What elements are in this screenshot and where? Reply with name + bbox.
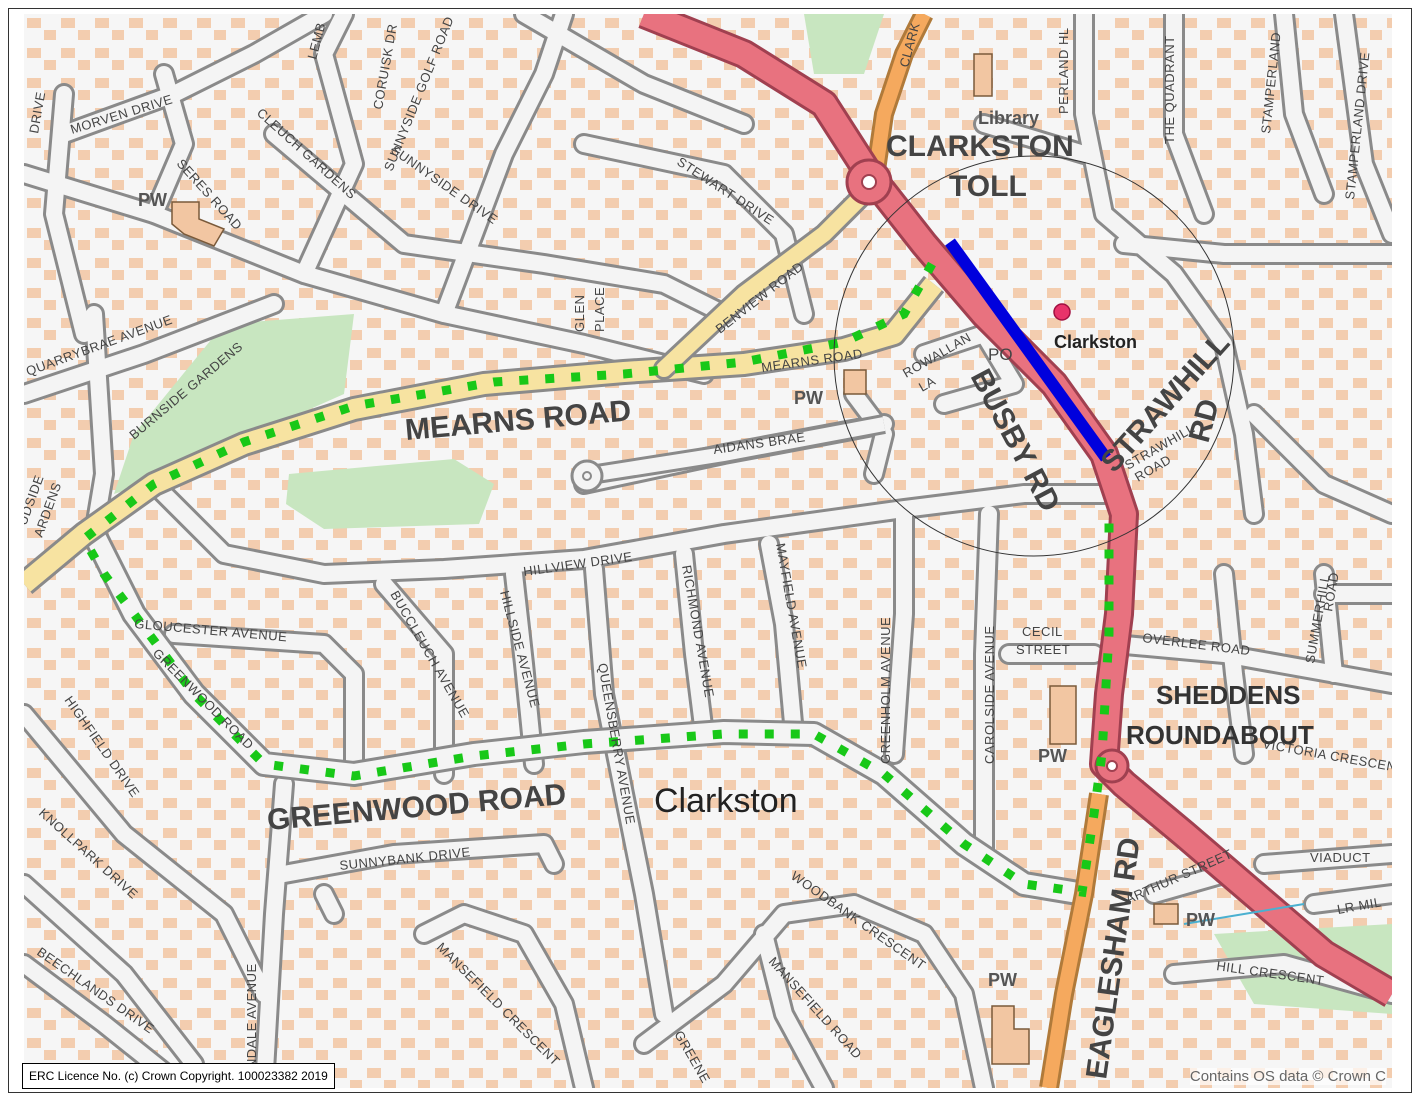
label-glen: GLEN <box>572 295 587 332</box>
station-marker[interactable] <box>1053 303 1071 321</box>
cul-de-sac <box>570 459 604 493</box>
label-summerhill-road: ROAD <box>1320 571 1342 613</box>
label-carolside-avenue: CAROLSIDE AVENUE <box>982 625 997 764</box>
pw-building-5 <box>1153 903 1179 925</box>
pw-building-4 <box>991 1005 1030 1065</box>
licence-box: ERC Licence No. (c) Crown Copyright. 100… <box>22 1063 335 1089</box>
pw-building-3 <box>1049 685 1077 745</box>
label-drive-left: DRIVE <box>26 90 48 134</box>
label-town: Clarkston <box>654 782 798 820</box>
label-station: Clarkston <box>1054 332 1137 352</box>
label-cecil-street: STREET <box>1016 642 1070 657</box>
green-space-west <box>114 314 354 494</box>
label-pw-5: PW <box>1186 910 1215 930</box>
label-rowallan-la: LA <box>916 373 938 394</box>
label-pw-4: PW <box>988 970 1017 990</box>
highlighted-route-segment <box>945 238 1111 462</box>
label-library: Library <box>978 108 1039 128</box>
green-space-park <box>286 459 494 529</box>
pw-building-1 <box>171 201 226 247</box>
stream <box>1183 903 1305 925</box>
label-the-quadrant: THE QUADRANT <box>1162 35 1177 144</box>
label-undale-avenue: UNDALE AVENUE <box>244 963 259 1078</box>
pw-building-2 <box>843 369 867 395</box>
label-perland-hl: PERLAND HL <box>1056 27 1071 114</box>
label-post-office: PO <box>988 345 1013 364</box>
attribution-text: Contains OS data © Crown C <box>1189 1068 1386 1085</box>
label-pw-1: PW <box>138 190 167 210</box>
green-space-north <box>804 14 884 74</box>
label-pw-2: PW <box>794 388 823 408</box>
study-area-circle <box>833 155 1235 557</box>
label-pw-3: PW <box>1038 746 1067 766</box>
label-clarkston-toll-1: CLARKSTON <box>886 130 1074 163</box>
label-cecil: CECIL <box>1022 624 1063 639</box>
label-place: PLACE <box>592 287 607 332</box>
minor-roads <box>24 14 1392 1088</box>
label-clarkston-toll-2: TOLL <box>949 170 1027 203</box>
label-sheddens-2: ROUNDABOUT <box>1126 720 1314 750</box>
map-canvas[interactable]: CLARKSTON TOLL Library Clarkston PO MEAR… <box>24 14 1392 1088</box>
label-sheddens-1: SHEDDENS <box>1156 680 1300 710</box>
library-building <box>973 53 993 97</box>
label-viaduct: VIADUCT <box>1310 850 1371 865</box>
label-greenholm-avenue: GREENHOLM AVENUE <box>878 617 893 764</box>
